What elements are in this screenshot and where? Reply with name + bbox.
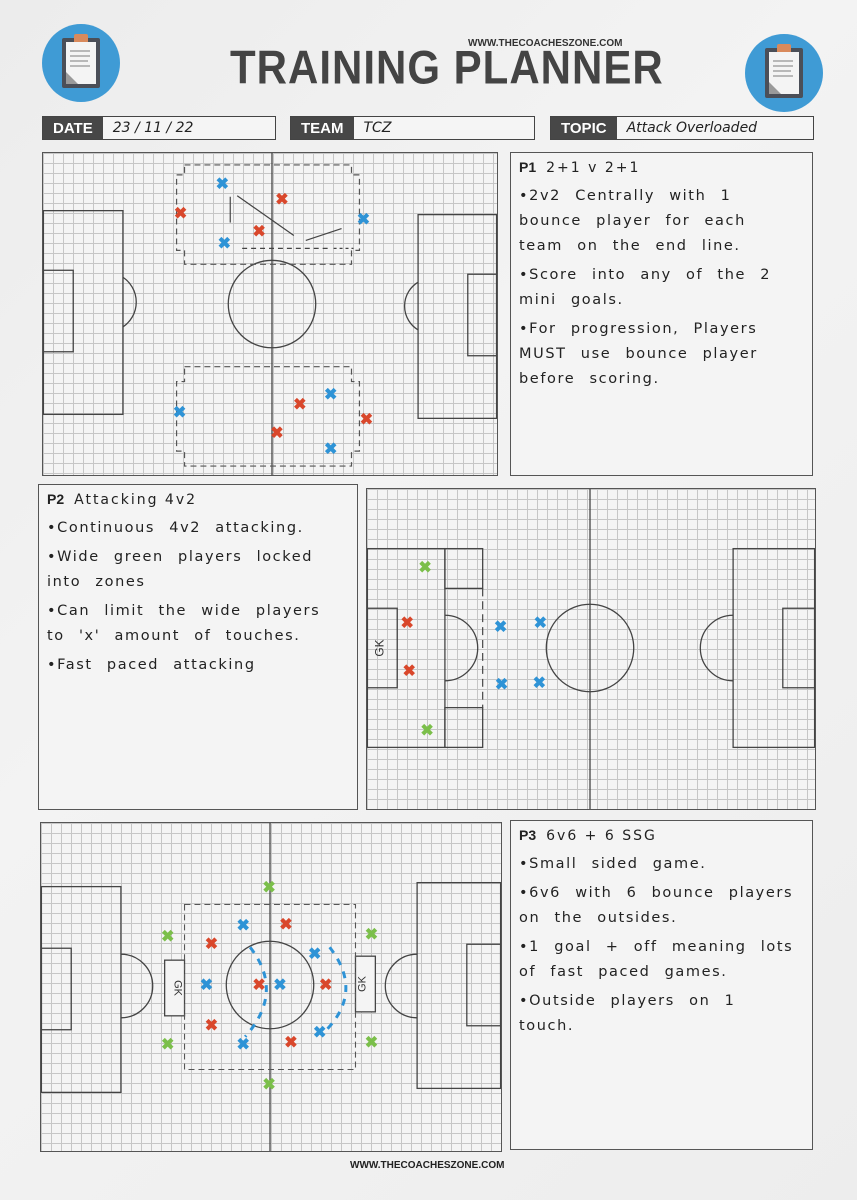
team-field[interactable]: TEAM TCZ xyxy=(290,116,535,140)
p2-note: Fast paced attacking xyxy=(47,653,349,678)
p1-pitch-diagram: ✖ ✖ ✖ ✖ ✖ ✖ ✖ ✖ ✖ ✖ ✖ ✖ xyxy=(42,152,498,476)
svg-text:✖: ✖ xyxy=(270,425,283,442)
svg-text:✖: ✖ xyxy=(174,206,187,223)
svg-text:✖: ✖ xyxy=(262,880,275,897)
svg-text:✖: ✖ xyxy=(365,1035,378,1052)
svg-text:✖: ✖ xyxy=(237,917,250,934)
svg-text:✖: ✖ xyxy=(262,1076,275,1093)
svg-text:✖: ✖ xyxy=(284,1035,297,1052)
svg-text:✖: ✖ xyxy=(418,559,431,576)
p2-pitch-diagram: GK ✖ ✖ ✖ ✖ ✖ ✖ ✖ ✖ xyxy=(366,488,816,810)
svg-text:✖: ✖ xyxy=(205,936,218,953)
p1-notes-panel: P1 2+1 v 2+1 2v2 Centrally with 1 bounce… xyxy=(510,152,813,476)
p2-id: P2 xyxy=(47,491,65,507)
svg-text:✖: ✖ xyxy=(357,212,370,229)
svg-text:✖: ✖ xyxy=(365,926,378,943)
website-link-bottom: WWW.THECOACHESZONE.COM xyxy=(350,1160,505,1171)
p3-pitch-drawing: GK GK ✖ ✖ ✖ ✖ ✖ ✖ ✖ ✖ ✖ ✖ ✖ ✖ ✖ ✖ ✖ ✖ ✖ … xyxy=(41,823,501,1151)
p3-note: Small sided game. xyxy=(519,852,804,877)
svg-text:✖: ✖ xyxy=(402,663,415,680)
topic-value[interactable]: Attack Overloaded xyxy=(626,120,758,136)
svg-text:✖: ✖ xyxy=(216,176,229,193)
svg-text:✖: ✖ xyxy=(313,1025,326,1042)
svg-text:✖: ✖ xyxy=(494,619,507,636)
svg-text:✖: ✖ xyxy=(252,223,265,240)
p2-gk-label: GK xyxy=(372,639,386,656)
p2-notes-panel: P2 Attacking 4v2 Continuous 4v2 attackin… xyxy=(38,484,358,810)
website-link-top: WWW.THECOACHESZONE.COM xyxy=(468,38,623,49)
clipboard-icon xyxy=(745,34,823,112)
p3-id: P3 xyxy=(519,827,537,843)
svg-text:✖: ✖ xyxy=(293,396,306,413)
svg-text:✖: ✖ xyxy=(279,916,292,933)
p3-gk-right-label: GK xyxy=(356,975,368,991)
p3-pitch-diagram: GK GK ✖ ✖ ✖ ✖ ✖ ✖ ✖ ✖ ✖ ✖ ✖ ✖ ✖ ✖ ✖ ✖ ✖ … xyxy=(40,822,502,1152)
svg-text:✖: ✖ xyxy=(205,1018,218,1035)
svg-text:✖: ✖ xyxy=(200,977,213,994)
svg-text:✖: ✖ xyxy=(360,411,373,428)
svg-text:✖: ✖ xyxy=(161,928,174,945)
svg-text:✖: ✖ xyxy=(324,441,337,458)
p2-note: Can limit the wide players to 'x' amount… xyxy=(47,599,349,649)
svg-text:✖: ✖ xyxy=(534,615,547,632)
svg-text:✖: ✖ xyxy=(319,977,332,994)
p3-notes-panel: P3 6v6 + 6 SSG Small sided game. 6v6 wit… xyxy=(510,820,813,1150)
svg-text:✖: ✖ xyxy=(275,192,288,209)
topic-field[interactable]: TOPIC Attack Overloaded xyxy=(550,116,814,140)
svg-text:✖: ✖ xyxy=(273,977,286,994)
p3-note: 6v6 with 6 bounce players on the outside… xyxy=(519,881,804,931)
svg-text:✖: ✖ xyxy=(237,1037,250,1054)
p1-pitch-drawing: ✖ ✖ ✖ ✖ ✖ ✖ ✖ ✖ ✖ ✖ ✖ ✖ xyxy=(43,153,497,475)
date-field[interactable]: DATE 23 / 11 / 22 xyxy=(42,116,276,140)
p2-pitch-drawing: GK ✖ ✖ ✖ ✖ ✖ ✖ ✖ ✖ xyxy=(367,489,815,809)
team-label: TEAM xyxy=(291,117,354,139)
svg-text:✖: ✖ xyxy=(218,235,231,252)
p2-note: Continuous 4v2 attacking. xyxy=(47,516,349,541)
p2-note: Wide green players locked into zones xyxy=(47,545,349,595)
p1-note: 2v2 Centrally with 1 bounce player for e… xyxy=(519,184,804,259)
p3-gk-left-label: GK xyxy=(172,980,184,996)
date-value[interactable]: 23 / 11 / 22 xyxy=(112,120,194,136)
svg-text:✖: ✖ xyxy=(533,675,546,692)
svg-text:✖: ✖ xyxy=(161,1037,174,1054)
svg-text:✖: ✖ xyxy=(495,677,508,694)
p3-note: Outside players on 1 touch. xyxy=(519,989,804,1039)
p3-title: 6v6 + 6 SSG xyxy=(546,828,657,844)
p2-title: Attacking 4v2 xyxy=(74,492,198,508)
page-title: TRAINING PLANNER xyxy=(230,41,664,94)
svg-text:✖: ✖ xyxy=(252,977,265,994)
svg-text:✖: ✖ xyxy=(324,386,337,403)
svg-text:✖: ✖ xyxy=(400,615,413,632)
p1-id: P1 xyxy=(519,159,537,175)
svg-text:✖: ✖ xyxy=(173,404,186,421)
svg-text:✖: ✖ xyxy=(420,722,433,739)
clipboard-icon xyxy=(42,24,120,102)
p1-note: Score into any of the 2 mini goals. xyxy=(519,263,804,313)
p3-note: 1 goal + off meaning lots of fast paced … xyxy=(519,935,804,985)
p1-note: For progression, Players MUST use bounce… xyxy=(519,317,804,392)
date-label: DATE xyxy=(43,117,103,139)
team-value[interactable]: TCZ xyxy=(363,120,392,136)
svg-text:✖: ✖ xyxy=(308,946,321,963)
topic-label: TOPIC xyxy=(551,117,617,139)
p1-title: 2+1 v 2+1 xyxy=(546,160,641,176)
